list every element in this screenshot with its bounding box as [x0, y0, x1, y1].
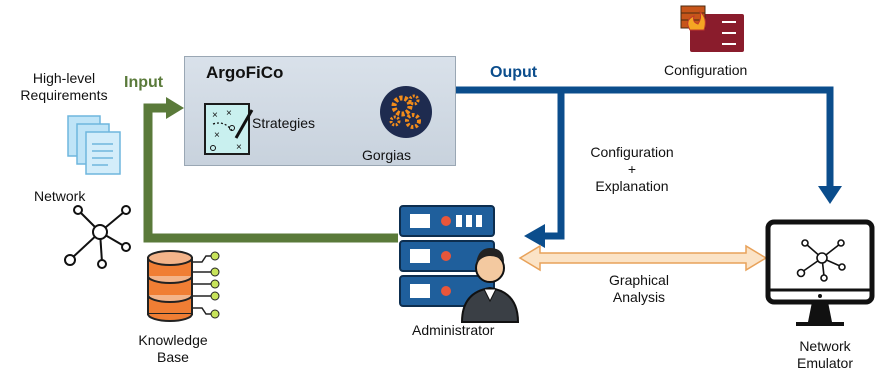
- svg-text:×: ×: [214, 130, 220, 141]
- config-explanation-line-1: Configuration: [590, 144, 674, 160]
- configuration-top-label: Configuration: [664, 62, 748, 78]
- input-label: Input: [124, 74, 164, 91]
- config-explanation-label: Configuration + Explanation: [574, 144, 690, 195]
- knowledge-base-line-1: Knowledge: [138, 332, 208, 348]
- network-icon: [64, 205, 131, 269]
- config-explanation-line-2: +: [627, 161, 637, 177]
- config-explanation-line-3: Explanation: [595, 178, 669, 194]
- monitor-network-icon: [765, 219, 875, 326]
- argofico-title: ArgoFiCo: [206, 63, 284, 82]
- gears-icon: [380, 86, 432, 138]
- network-emulator-label: Network Emulator: [790, 338, 860, 372]
- graphical-analysis-line-1: Graphical: [609, 272, 669, 288]
- network-emulator-line-1: Network: [799, 338, 851, 354]
- gorgias-label: Gorgias: [362, 147, 412, 163]
- svg-text:×: ×: [236, 142, 242, 153]
- graphical-analysis-line-2: Analysis: [612, 289, 666, 305]
- svg-text:×: ×: [226, 108, 232, 119]
- server-admin-icon: [399, 205, 520, 323]
- knowledge-base-label: Knowledge Base: [138, 332, 208, 366]
- requirements-label: High-level Requirements: [18, 70, 110, 104]
- strategies-icon: × × × ×: [204, 103, 254, 155]
- graphical-analysis-label: Graphical Analysis: [596, 272, 682, 306]
- knowledge-base-line-2: Base: [157, 349, 189, 365]
- input-arrow: [143, 97, 398, 243]
- requirements-line-1: High-level: [32, 70, 96, 86]
- administrator-label: Administrator: [412, 322, 495, 338]
- network-emulator-line-2: Emulator: [796, 355, 854, 371]
- graphical-analysis-arrow: [518, 244, 768, 272]
- svg-text:×: ×: [212, 110, 218, 121]
- document-stack-icon: [67, 115, 121, 175]
- requirements-line-2: Requirements: [20, 87, 108, 103]
- network-label: Network: [34, 188, 86, 204]
- output-label: Ouput: [490, 64, 538, 81]
- database-icon: [147, 250, 220, 322]
- strategies-label: Strategies: [252, 115, 316, 131]
- firewall-config-icon: [680, 5, 744, 52]
- output-arrows: [456, 86, 842, 248]
